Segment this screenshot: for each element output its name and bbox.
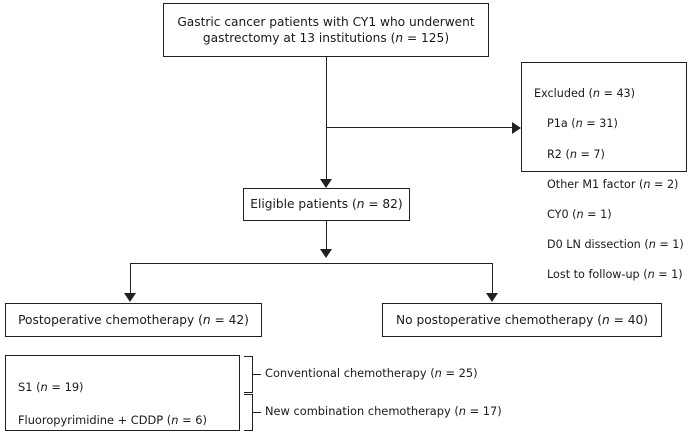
bracket-new-combination — [244, 394, 253, 431]
box-postoperative-chemotherapy: Postoperative chemotherapy (n = 42) — [5, 303, 262, 337]
excluded-item: Other M1 factor (n = 2) — [547, 177, 679, 191]
label-conventional-chemotherapy: Conventional chemotherapy (n = 25) — [265, 366, 478, 380]
bracket-new-combination-tick — [253, 412, 261, 414]
box-excluded-text: Excluded (n = 43) P1a (n = 31) R2 (n = 7… — [534, 71, 686, 298]
box-regimens: S1 (n = 19) Fluoropyrimidine + CDDP (n =… — [5, 355, 240, 431]
enrolled-line-2-n: n — [395, 31, 404, 45]
box-postop-text: Postoperative chemotherapy (n = 42) — [18, 312, 249, 327]
connector-split-horizontal — [130, 262, 492, 264]
label-new-combination-chemotherapy: New combination chemotherapy (n = 17) — [265, 404, 502, 418]
box-excluded: Excluded (n = 43) P1a (n = 31) R2 (n = 7… — [521, 62, 687, 281]
arrowhead-to-eligible — [319, 179, 332, 188]
connector-split-left-drop — [130, 262, 132, 294]
excluded-item: P1a (n = 31) — [547, 117, 618, 131]
box-eligible-text: Eligible patients (n = 82) — [250, 197, 403, 212]
box-no-postop-text: No postoperative chemotherapy (n = 40) — [396, 312, 648, 327]
excluded-item: Lost to follow-up (n = 1) — [547, 268, 683, 282]
arrowhead-split-center — [319, 249, 332, 258]
box-eligible: Eligible patients (n = 82) — [243, 188, 410, 221]
arrowhead-to-no-postop — [485, 293, 498, 302]
connector-eligible-stem — [325, 221, 327, 249]
connector-split-right-drop — [491, 262, 493, 294]
enrolled-line-1: Gastric cancer patients with CY1 who und… — [177, 14, 475, 29]
connector-to-excluded — [326, 126, 513, 128]
enrolled-line-2-pre: gastrectomy at 13 institutions ( — [202, 31, 396, 45]
bracket-conventional-tick — [253, 374, 261, 376]
enrolled-line-2-post: = 125) — [403, 31, 450, 45]
arrowhead-to-postop — [124, 293, 136, 302]
excluded-item: R2 (n = 7) — [547, 147, 605, 161]
box-enrolled-text: Gastric cancer patients with CY1 who und… — [172, 14, 480, 47]
regimen-item: S1 (n = 19) — [18, 380, 84, 395]
connector-enrolled-to-eligible — [325, 57, 327, 179]
excluded-item: D0 LN dissection (n = 1) — [547, 238, 684, 252]
bracket-conventional — [244, 356, 253, 393]
box-regimens-text: S1 (n = 19) Fluoropyrimidine + CDDP (n =… — [18, 364, 239, 435]
box-enrolled: Gastric cancer patients with CY1 who und… — [163, 3, 489, 57]
box-no-postoperative-chemotherapy: No postoperative chemotherapy (n = 40) — [382, 303, 662, 337]
excluded-title: Excluded (n = 43) — [534, 87, 636, 101]
excluded-item: CY0 (n = 1) — [547, 207, 612, 221]
regimen-item: Fluoropyrimidine + CDDP (n = 6) — [18, 413, 207, 428]
arrowhead-to-excluded — [512, 121, 521, 134]
